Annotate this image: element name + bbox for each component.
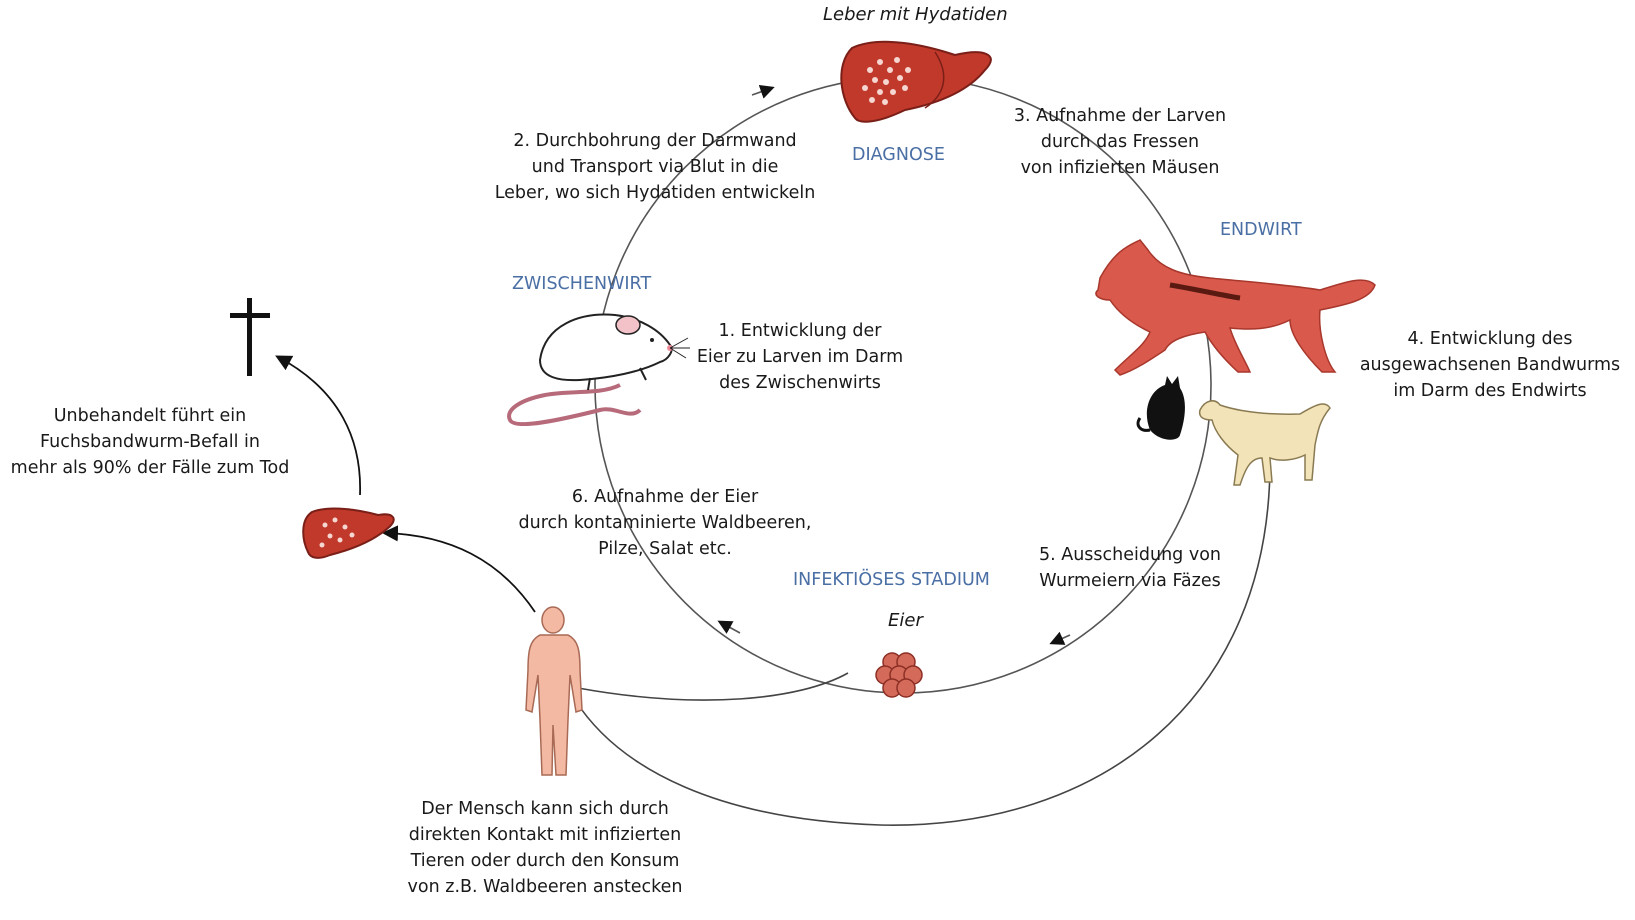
step-4-line: ausgewachsenen Bandwurms (1359, 355, 1621, 375)
step-6-line: durch kontaminierte Waldbeeren, (518, 513, 812, 533)
cat-icon (1136, 376, 1185, 440)
step-3-line: von infizierten Mäusen (1020, 158, 1220, 178)
step-1-line: 1. Entwicklung der (718, 321, 882, 341)
human-icon (525, 606, 583, 776)
step-2-line: und Transport via Blut in die (531, 157, 779, 177)
step-4-line: 4. Entwicklung des (1407, 329, 1573, 349)
step-6-line: 6. Aufnahme der Eier (571, 487, 759, 507)
step-3-line: durch das Fressen (1040, 132, 1200, 152)
cycle-arrow-top (751, 85, 775, 99)
fox-icon (1095, 239, 1376, 376)
step-6-text: 6. Aufnahme der Eier durch kontaminierte… (500, 484, 830, 562)
stage-label-infektioes: INFEKTIÖSES STADIUM (793, 570, 990, 590)
human-note-line: Tieren oder durch den Konsum (410, 851, 680, 871)
human-note-line: von z.B. Waldbeeren anstecken (407, 877, 683, 897)
stage-label-endwirt: ENDWIRT (1220, 220, 1302, 240)
cycle-arrow-bottom-left (717, 620, 741, 634)
step-2-line: Leber, wo sich Hydatiden entwickeln (494, 183, 816, 203)
human-note-line: Der Mensch kann sich durch (421, 799, 669, 819)
step-2-text: 2. Durchbohrung der Darmwand und Transpo… (480, 128, 830, 206)
step-5-line: 5. Ausscheidung von (1038, 545, 1221, 565)
mouse-icon (507, 313, 690, 427)
step-3-line: 3. Aufnahme der Larven (1013, 106, 1227, 126)
liver-to-death-arrow (275, 355, 361, 496)
liver-title: Leber mit Hydatiden (823, 4, 1008, 25)
death-note-line: Unbehandelt führt ein (53, 406, 247, 426)
step-3-text: 3. Aufnahme der Larven durch das Fressen… (1000, 103, 1240, 181)
step-1-line: Eier zu Larven im Darm (696, 347, 904, 367)
stage-label-diagnose: DIAGNOSE (852, 145, 945, 165)
step-1-text: 1. Entwicklung der Eier zu Larven im Dar… (680, 318, 920, 396)
human-note: Der Mensch kann sich durch direkten Kont… (385, 796, 705, 900)
dog-to-human-path (574, 461, 1271, 826)
death-note: Unbehandelt führt ein Fuchsbandwurm-Befa… (0, 403, 300, 481)
human-note-line: direkten Kontakt mit infizierten (408, 825, 682, 845)
step-4-line: im Darm des Endwirts (1393, 381, 1587, 401)
cycle-arrow-bottom-right (1049, 631, 1071, 645)
step-4-text: 4. Entwicklung des ausgewachsenen Bandwu… (1355, 326, 1625, 404)
stage-label-zwischenwirt: ZWISCHENWIRT (512, 274, 652, 294)
step-2-line: 2. Durchbohrung der Darmwand (513, 131, 797, 151)
death-note-line: mehr als 90% der Fälle zum Tod (10, 458, 290, 478)
step-5-line: Wurmeiern via Fäzes (1039, 571, 1221, 591)
human-to-liver-arrow (381, 525, 536, 613)
liver-icon (840, 40, 992, 123)
eggs-icon (875, 652, 923, 698)
death-note-line: Fuchsbandwurm-Befall in (40, 432, 260, 452)
cross-icon (230, 298, 270, 376)
step-1-line: des Zwischenwirts (719, 373, 881, 393)
step-5-text: 5. Ausscheidung von Wurmeiern via Fäzes (1030, 542, 1230, 594)
step-6-line: Pilze, Salat etc. (598, 539, 732, 559)
eggs-label: Eier (888, 610, 923, 631)
eggs-to-human-path (577, 672, 849, 701)
dog-icon (1198, 400, 1331, 486)
small-liver-icon (302, 507, 395, 559)
